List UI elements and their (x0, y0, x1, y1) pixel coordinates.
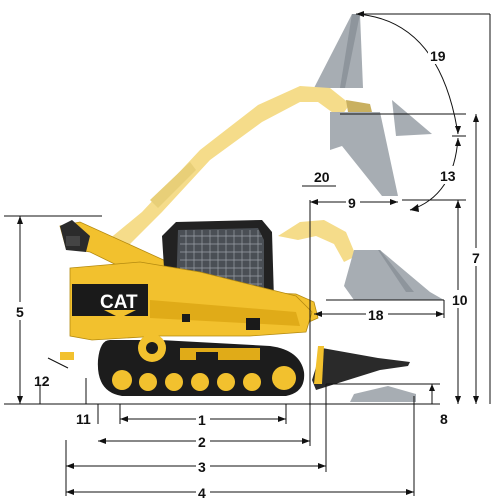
dim-label-9: 9 (348, 195, 356, 211)
dim-label-12: 12 (34, 373, 50, 389)
dim-label-8: 8 (440, 411, 448, 427)
dim-label-20: 20 (314, 169, 330, 185)
dim-label-18: 18 (368, 307, 384, 323)
dim-label-3: 3 (198, 459, 206, 475)
dim-label-1: 1 (198, 412, 206, 428)
dimension-labels: 1 2 3 4 5 7 10 8 9 18 20 19 13 11 12 (14, 46, 484, 500)
dim-label-13: 13 (440, 168, 456, 184)
dim-label-7: 7 (472, 250, 480, 266)
cat-logo: CAT (100, 292, 138, 318)
dim-label-2: 2 (198, 434, 206, 450)
dim-label-19: 19 (430, 48, 446, 64)
mid-bucket-ghost (344, 250, 444, 300)
dim-label-11: 11 (76, 411, 91, 427)
mid-lift-arm (278, 220, 356, 262)
raised-bucket-top (314, 14, 363, 88)
cat-logo-text: CAT (100, 292, 138, 313)
machine-body (69, 261, 313, 341)
dump-bucket-ghost (330, 100, 432, 196)
dim-label-10: 10 (452, 292, 468, 308)
counterweight (60, 352, 74, 360)
bucket (312, 346, 410, 390)
dim-label-5: 5 (16, 304, 24, 320)
ground-bucket-ghost (350, 386, 416, 402)
raised-lift-arm (108, 86, 350, 246)
track-assembly (97, 334, 305, 396)
arrowheads (17, 11, 479, 495)
dim-label-4: 4 (198, 485, 206, 500)
